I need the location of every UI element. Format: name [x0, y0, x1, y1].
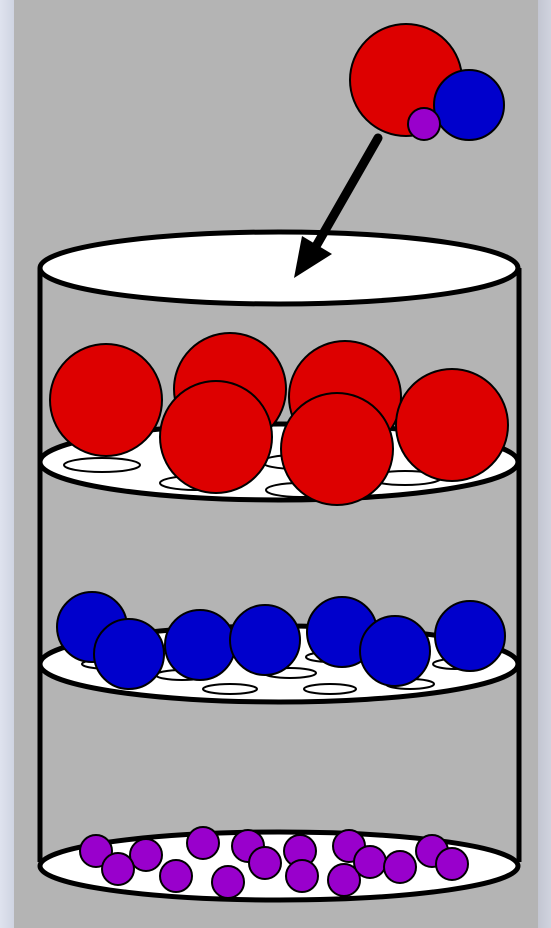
- medium-ball: [94, 619, 164, 689]
- small-ball: [102, 853, 134, 885]
- small-ball: [384, 851, 416, 883]
- large-ball: [396, 369, 508, 481]
- small-ball: [130, 839, 162, 871]
- molecule-small-atom: [408, 108, 440, 140]
- medium-ball: [230, 605, 300, 675]
- small-ball: [286, 860, 318, 892]
- medium-ball: [435, 601, 505, 671]
- falling-molecule: [350, 24, 504, 140]
- small-ball: [160, 860, 192, 892]
- column-top-opening: [40, 232, 518, 304]
- large-ball: [281, 393, 393, 505]
- large-ball: [160, 381, 272, 493]
- small-ball: [212, 866, 244, 898]
- small-ball: [436, 848, 468, 880]
- small-ball: [249, 847, 281, 879]
- large-ball: [50, 344, 162, 456]
- medium-ball: [165, 610, 235, 680]
- medium-ball: [360, 616, 430, 686]
- molecule-medium-atom: [434, 70, 504, 140]
- small-ball: [354, 846, 386, 878]
- small-ball: [187, 827, 219, 859]
